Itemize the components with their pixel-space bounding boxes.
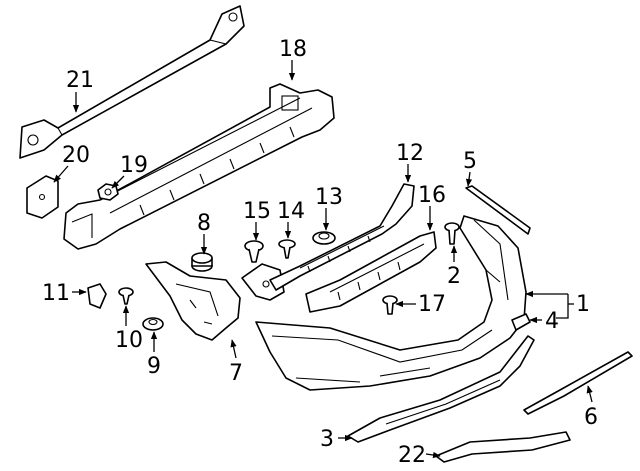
callout-11: 11 [42, 281, 70, 306]
part-16-lower-retainer [305, 231, 437, 313]
leader-6 [586, 385, 593, 403]
part-7-side-bracket [145, 261, 241, 341]
part-11-clip-nut [87, 283, 107, 309]
part-9-nut [142, 317, 164, 331]
callout-21: 21 [66, 68, 94, 93]
part-20-bracket-plate [26, 175, 59, 219]
callout-20: 20 [62, 143, 90, 168]
callout-19: 19 [120, 153, 148, 178]
part-17-push-clip [382, 295, 398, 315]
part-3-lower-valance [347, 335, 535, 443]
part-21-reinforcement-bar [19, 5, 245, 159]
part-14-screw [278, 239, 296, 259]
callout-6: 6 [584, 405, 598, 430]
callout-4: 4 [545, 309, 559, 334]
callout-13: 13 [315, 185, 343, 210]
part-12-upper-retainer [269, 183, 415, 291]
part-side-guide-bracket [241, 263, 285, 301]
part-1-bumper-cover [255, 215, 527, 391]
part-13-nut [312, 231, 336, 245]
leader-1-bracket [556, 294, 569, 319]
callout-17: 17 [418, 292, 446, 317]
part-18-impact-beam [63, 83, 335, 250]
callout-12: 12 [396, 141, 424, 166]
part-22-lower-trim [435, 431, 571, 463]
callout-2: 2 [447, 264, 461, 289]
callout-labels: 21 20 19 18 8 15 14 13 12 16 5 2 17 11 1… [42, 37, 598, 468]
callout-9: 9 [147, 354, 161, 379]
leader-19 [111, 175, 125, 189]
leader-5 [465, 171, 473, 187]
callout-7: 7 [229, 361, 243, 386]
callout-3: 3 [320, 427, 334, 452]
callout-10: 10 [115, 328, 143, 353]
callout-5: 5 [463, 149, 477, 174]
callout-15: 15 [243, 199, 271, 224]
part-2-bolt [444, 222, 460, 245]
callout-22: 22 [398, 443, 426, 468]
callout-18: 18 [279, 37, 307, 62]
leader-20 [53, 165, 69, 183]
part-8-bumper-stop [191, 252, 213, 272]
leader-22 [425, 451, 441, 459]
leader-7 [230, 339, 237, 359]
callout-8: 8 [197, 211, 211, 236]
callout-16: 16 [418, 183, 446, 208]
leader-lines [53, 60, 593, 459]
part-10-screw [118, 287, 134, 305]
part-15-push-clip [244, 240, 264, 263]
part-6-lower-molding [523, 351, 633, 415]
callout-14: 14 [277, 199, 305, 224]
callout-1: 1 [576, 292, 590, 317]
